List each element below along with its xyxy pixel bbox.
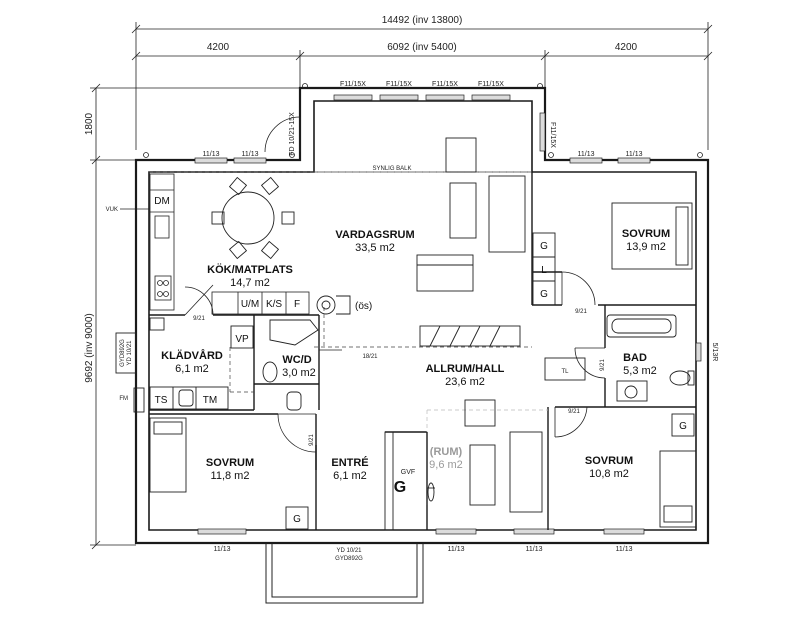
bed-ne	[611, 202, 693, 270]
room-name-wc: WC/D	[282, 354, 311, 366]
windows	[194, 94, 702, 535]
door-label-bad: 9/21	[600, 359, 606, 371]
room-area-entre: 6,1 m2	[333, 470, 367, 482]
dimension-lines	[90, 22, 713, 550]
living-room-furniture	[416, 137, 526, 347]
dim-total-depth: 9692 (inv 9000)	[84, 313, 95, 383]
g-label-1: G	[540, 241, 548, 252]
door-swings	[184, 271, 606, 505]
room-name-allrum: ALLRUM/HALL	[426, 363, 505, 375]
entrance-fixtures	[384, 431, 435, 531]
room-area-allrum: 23,6 m2	[445, 376, 485, 388]
dim-left-width: 4200	[207, 42, 230, 53]
window-label-kitchen-2: 11/13	[242, 151, 259, 158]
room-area-sovrum-ne: 13,9 m2	[626, 241, 666, 253]
room-name-sovrum-ne: SOVRUM	[622, 228, 670, 240]
synlig-balk-label: SYNLIG BALK	[372, 166, 411, 172]
window-label-south-3: 11/13	[526, 546, 543, 553]
window-label-bay-4: F11/15X	[478, 81, 504, 88]
entry-door-label-1: YD 10/21	[336, 548, 362, 554]
ghost-room-outline	[426, 409, 548, 432]
entrance-porch	[265, 543, 424, 604]
room-area-kok: 14,7 m2	[230, 277, 270, 289]
room-area-sovrum-se: 10,8 m2	[589, 468, 629, 480]
dining-table	[211, 176, 295, 260]
room-area-wc: 3,0 m2	[282, 367, 316, 379]
room-name-kladvard: KLÄDVÅRD	[161, 349, 223, 362]
room-area-rum: 9,6 m2	[429, 459, 463, 471]
door-label-se-bedroom: 9/21	[568, 409, 580, 415]
entry-door-label-2: GYD892G	[335, 556, 363, 562]
room-area-kladvard: 6,1 m2	[175, 363, 209, 375]
west-door	[115, 332, 145, 413]
vuk-label: VUK	[106, 207, 118, 213]
dm-label: DM	[154, 196, 170, 207]
bed-sw	[149, 417, 309, 530]
ts-label: TS	[155, 395, 168, 406]
window-label-bedroom-ne-1: 11/13	[578, 151, 595, 158]
window-label-bay-side: F11/15X	[549, 122, 556, 148]
bed-se	[659, 413, 697, 528]
window-label-south-4: 11/13	[616, 546, 633, 553]
ks-label: K/S	[266, 299, 282, 310]
window-label-south-1: 11/13	[214, 546, 231, 553]
wc-fixtures	[262, 319, 319, 411]
fm-label: FM	[119, 396, 128, 402]
window-label-bay-2: F11/15X	[386, 81, 412, 88]
window-label-kitchen-1: 11/13	[203, 151, 220, 158]
dim-right-width: 4200	[615, 42, 638, 53]
room-area-bad: 5,3 m2	[623, 365, 657, 377]
tl-label: TL	[561, 369, 569, 375]
west-door-label-1: GYD892G	[120, 339, 126, 367]
room-name-vardagsrum: VARDAGSRUM	[335, 229, 414, 241]
g-label-entre: G	[394, 479, 406, 496]
window-label-terrace-door: FD 10/21-15X	[289, 112, 296, 156]
room-name-sovrum-se: SOVRUM	[585, 455, 633, 467]
f-label: F	[294, 299, 300, 310]
west-door-label-2: YD 10/21	[127, 340, 133, 366]
room-name-sovrum-sw: SOVRUM	[206, 457, 254, 469]
window-label-bay-1: F11/15X	[340, 81, 366, 88]
room-area-vardagsrum: 33,5 m2	[355, 242, 395, 254]
door-label-sw-bedroom: 9/21	[309, 434, 315, 446]
corner-markers	[143, 83, 703, 158]
um-label: U/M	[241, 299, 259, 310]
room-name-entre: ENTRÉ	[331, 456, 368, 469]
dim-middle-width: 6092 (inv 5400)	[387, 42, 457, 53]
dim-total-width: 14492 (inv 13800)	[382, 15, 463, 26]
room-name-rum: (RUM)	[430, 446, 463, 458]
window-label-bedroom-ne-2: 11/13	[626, 151, 643, 158]
g-label-2: G	[540, 289, 548, 300]
dim-bay-depth: 1800	[84, 112, 95, 135]
window-label-south-2: 11/13	[448, 546, 465, 553]
room-name-kok: KÖK/MATPLATS	[207, 263, 293, 276]
fireplace-label: (ös)	[355, 301, 372, 312]
room-area-sovrum-sw: 11,8 m2	[211, 470, 250, 482]
door-label-ne-bedroom: 9/21	[575, 309, 587, 315]
room-name-bad: BAD	[623, 352, 647, 364]
terrace-door-swing	[264, 116, 301, 153]
gvf-label: GVF	[401, 469, 415, 476]
laundry-column	[532, 232, 556, 306]
dashed-beam-lines	[149, 171, 532, 393]
window-label-bay-3: F11/15X	[432, 81, 458, 88]
tm-label: TM	[203, 395, 217, 406]
l-label: L	[541, 265, 547, 276]
vp-label: VP	[235, 334, 249, 345]
g-label-sw: G	[293, 514, 301, 525]
bathroom-fixtures	[544, 314, 695, 402]
fireplace	[316, 295, 351, 315]
allrum-furniture	[464, 399, 543, 513]
door-label-kitchen: 9/21	[193, 316, 205, 322]
window-label-small-door: 5/13R	[711, 343, 718, 362]
door-label-1821: 18/21	[362, 354, 378, 360]
g-label-se: G	[679, 421, 687, 432]
kitchen-counter	[149, 173, 310, 315]
utility-fixtures	[149, 317, 254, 410]
